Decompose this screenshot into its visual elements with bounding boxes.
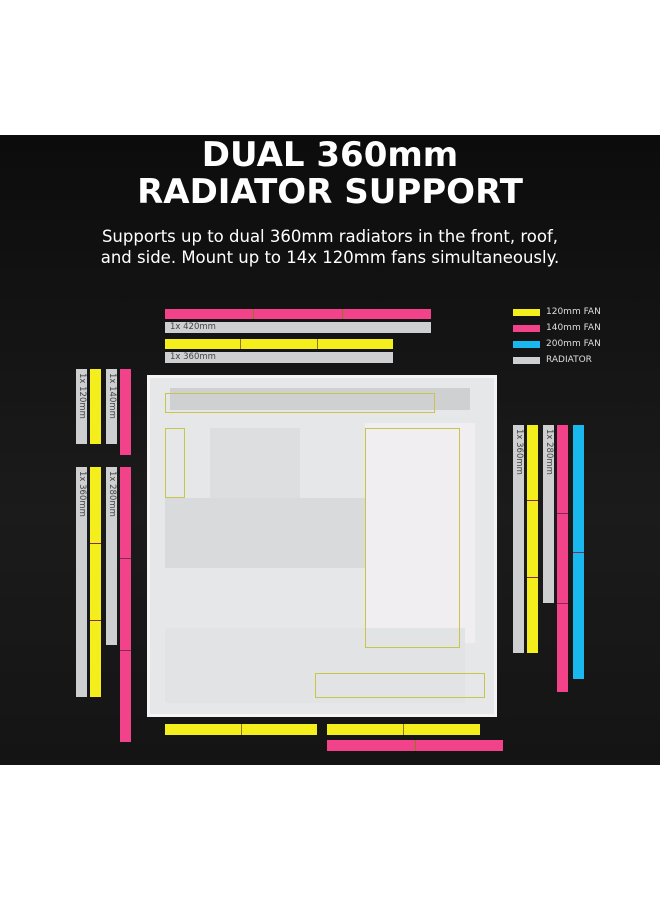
left-120-fans <box>90 467 101 697</box>
legend-label: 200mm FAN <box>546 339 601 349</box>
legend-swatch <box>513 308 540 316</box>
front-radiator-area <box>365 423 475 643</box>
top-360-radiator: 1x 360mm <box>165 352 393 363</box>
rear-120-radiator: 1x 120mm <box>76 369 87 444</box>
top-140-fans <box>165 309 431 319</box>
bottom-140-fans <box>327 740 503 751</box>
front-360-radiator: 1x 360mm <box>513 425 524 653</box>
front-120-fans <box>527 425 538 653</box>
perforated-panel <box>165 498 365 568</box>
legend-item: 140mm FAN <box>513 323 601 333</box>
pc-case-illustration <box>147 375 497 717</box>
subtitle: Supports up to dual 360mm radiators in t… <box>0 226 660 268</box>
left-140-fans <box>120 467 131 742</box>
rear-140-radiator: 1x 140mm <box>106 369 117 444</box>
top-420-radiator: 1x 420mm <box>165 322 431 333</box>
legend-label: 120mm FAN <box>546 307 601 317</box>
top-120-fans <box>165 339 393 349</box>
front-140-fans <box>557 425 568 692</box>
front-200-fans <box>573 425 584 679</box>
front-280-radiator: 1x 280mm <box>543 425 554 603</box>
top-mount-outline <box>165 393 435 413</box>
legend-swatch <box>513 356 540 364</box>
rear-140-fan <box>120 369 131 455</box>
legend-label: RADIATOR <box>546 355 592 365</box>
legend-item: 200mm FAN <box>513 339 601 349</box>
bottom-mount-outline <box>315 673 485 698</box>
rear-mount-outline <box>165 428 185 498</box>
legend-label: 140mm FAN <box>546 323 601 333</box>
bottom-120-fans-right <box>327 724 480 735</box>
left-280-radiator: 1x 280mm <box>106 467 117 645</box>
front-mount-outline <box>365 428 460 648</box>
title-line-2: RADIATOR SUPPORT <box>137 172 523 212</box>
title-line-1: DUAL 360mm <box>201 135 459 175</box>
legend-item: 120mm FAN <box>513 307 601 317</box>
subtitle-line-1: Supports up to dual 360mm radiators in t… <box>101 227 559 246</box>
bottom-360-radiator: 1x 360mm <box>76 467 87 697</box>
legend-swatch <box>513 340 540 348</box>
subtitle-line-2: and side. Mount up to 14x 120mm fans sim… <box>100 248 560 267</box>
legend-swatch <box>513 324 540 332</box>
legend-item: RADIATOR <box>513 355 592 365</box>
rear-120-fan <box>90 369 101 444</box>
bottom-120-fans-left <box>165 724 317 735</box>
